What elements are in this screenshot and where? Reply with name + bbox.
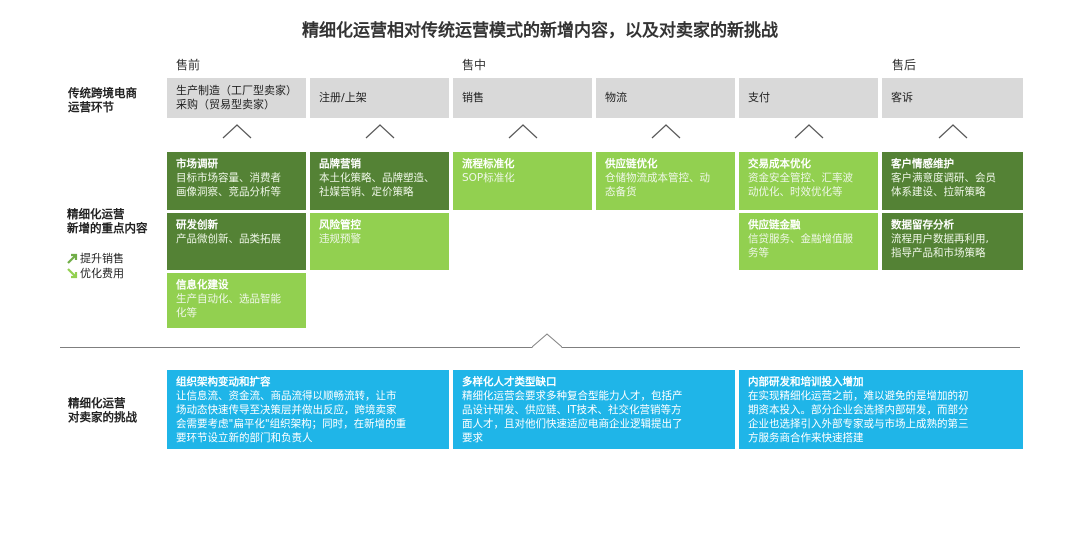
stage-payment: 支付 bbox=[739, 78, 878, 118]
chevron-up-icon bbox=[222, 124, 252, 139]
legend-optimize-costs: 优化费用 bbox=[67, 265, 124, 281]
phase-pre-sale: 售前 bbox=[176, 58, 201, 72]
chevron-up-icon bbox=[938, 124, 968, 139]
stage-logistics: 物流 bbox=[596, 78, 735, 118]
card-supply-chain-finance: 供应链金融信贷服务、金融增值服 务等 bbox=[739, 213, 878, 270]
page-title: 精细化运营相对传统运营模式的新增内容，以及对卖家的新挑战 bbox=[302, 21, 778, 41]
card-market-research: 市场调研目标市场容量、消费者 画像洞察、竞品分析等 bbox=[167, 152, 306, 210]
card-customer-care: 客户情感维护客户满意度调研、会员 体系建设、拉新策略 bbox=[882, 152, 1023, 210]
stage-registration: 注册/上架 bbox=[310, 78, 449, 118]
row-label-refined: 精细化运营新增的重点内容 bbox=[67, 207, 148, 235]
chevron-up-icon bbox=[532, 333, 562, 348]
row-label-traditional: 传统跨境电商运营环节 bbox=[68, 86, 137, 114]
row-label-challenge: 精细化运营对卖家的挑战 bbox=[68, 396, 137, 424]
chevron-up-icon bbox=[365, 124, 395, 139]
arrow-down-right-icon bbox=[67, 268, 78, 279]
chevron-up-icon bbox=[508, 124, 538, 139]
stage-production: 生产制造（工厂型卖家）采购（贸易型卖家） bbox=[167, 78, 306, 118]
card-supply-chain-optimization: 供应链优化仓储物流成本管控、动 态备货 bbox=[596, 152, 735, 210]
challenge-rd-training: 内部研发和培训投入增加在实现精细化运营之前，难以避免的是增加的初 期资本投入。部… bbox=[739, 370, 1023, 449]
challenge-org-structure: 组织架构变动和扩容让信息流、资金流、商品流得以顺畅流转，让市 场动态快速传导至决… bbox=[167, 370, 449, 449]
phase-post-sale: 售后 bbox=[892, 58, 917, 72]
chevron-up-icon bbox=[651, 124, 681, 139]
card-rd-innovation: 研发创新产品微创新、品类拓展 bbox=[167, 213, 306, 270]
chevron-up-icon bbox=[794, 124, 824, 139]
legend-increase-sales: 提升销售 bbox=[67, 250, 124, 266]
stage-sales: 销售 bbox=[453, 78, 592, 118]
card-transaction-cost: 交易成本优化资金安全管控、汇率波 动优化、时效优化等 bbox=[739, 152, 878, 210]
challenge-talent-gap: 多样化人才类型缺口精细化运营会要求多种复合型能力人才，包括产 品设计研发、供应链… bbox=[453, 370, 735, 449]
stage-complaints: 客诉 bbox=[882, 78, 1023, 118]
card-data-retention: 数据留存分析流程用户数据再利用, 指导产品和市场策略 bbox=[882, 213, 1023, 270]
arrow-up-right-icon bbox=[67, 253, 78, 264]
card-risk-control: 风险管控违规预警 bbox=[310, 213, 449, 270]
card-it-construction: 信息化建设生产自动化、选品智能 化等 bbox=[167, 273, 306, 328]
phase-mid-sale: 售中 bbox=[462, 58, 487, 72]
card-brand-marketing: 品牌营销本土化策略、品牌塑造、 社媒营销、定价策略 bbox=[310, 152, 449, 210]
